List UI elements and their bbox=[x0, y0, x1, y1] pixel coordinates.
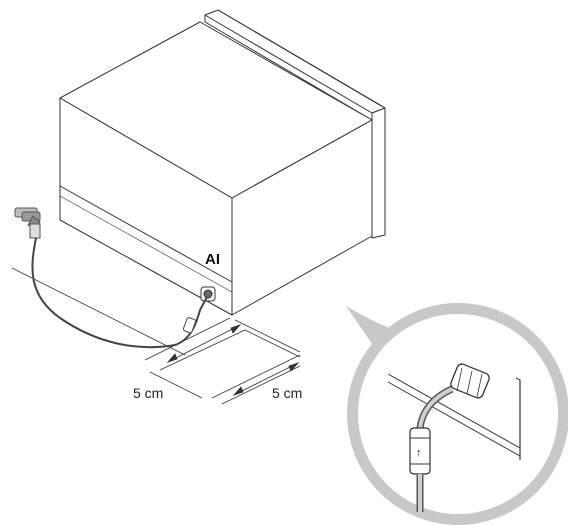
dishwasher-body bbox=[59, 9, 386, 316]
callout-magnifier bbox=[346, 303, 568, 525]
clearance-right-label: 5 cm bbox=[272, 385, 302, 401]
floor-guide-lines bbox=[11, 267, 301, 405]
callout-detail bbox=[387, 363, 521, 512]
flow-arrow-icon: ↑ bbox=[416, 447, 422, 459]
clearance-left-label: 5 cm bbox=[133, 385, 163, 401]
marker-label: AI bbox=[205, 251, 220, 268]
inlet-hose bbox=[31, 237, 208, 349]
dimension-arrows bbox=[166, 324, 300, 396]
water-tap-icon bbox=[14, 207, 41, 239]
inlet-connector-icon bbox=[200, 286, 216, 302]
